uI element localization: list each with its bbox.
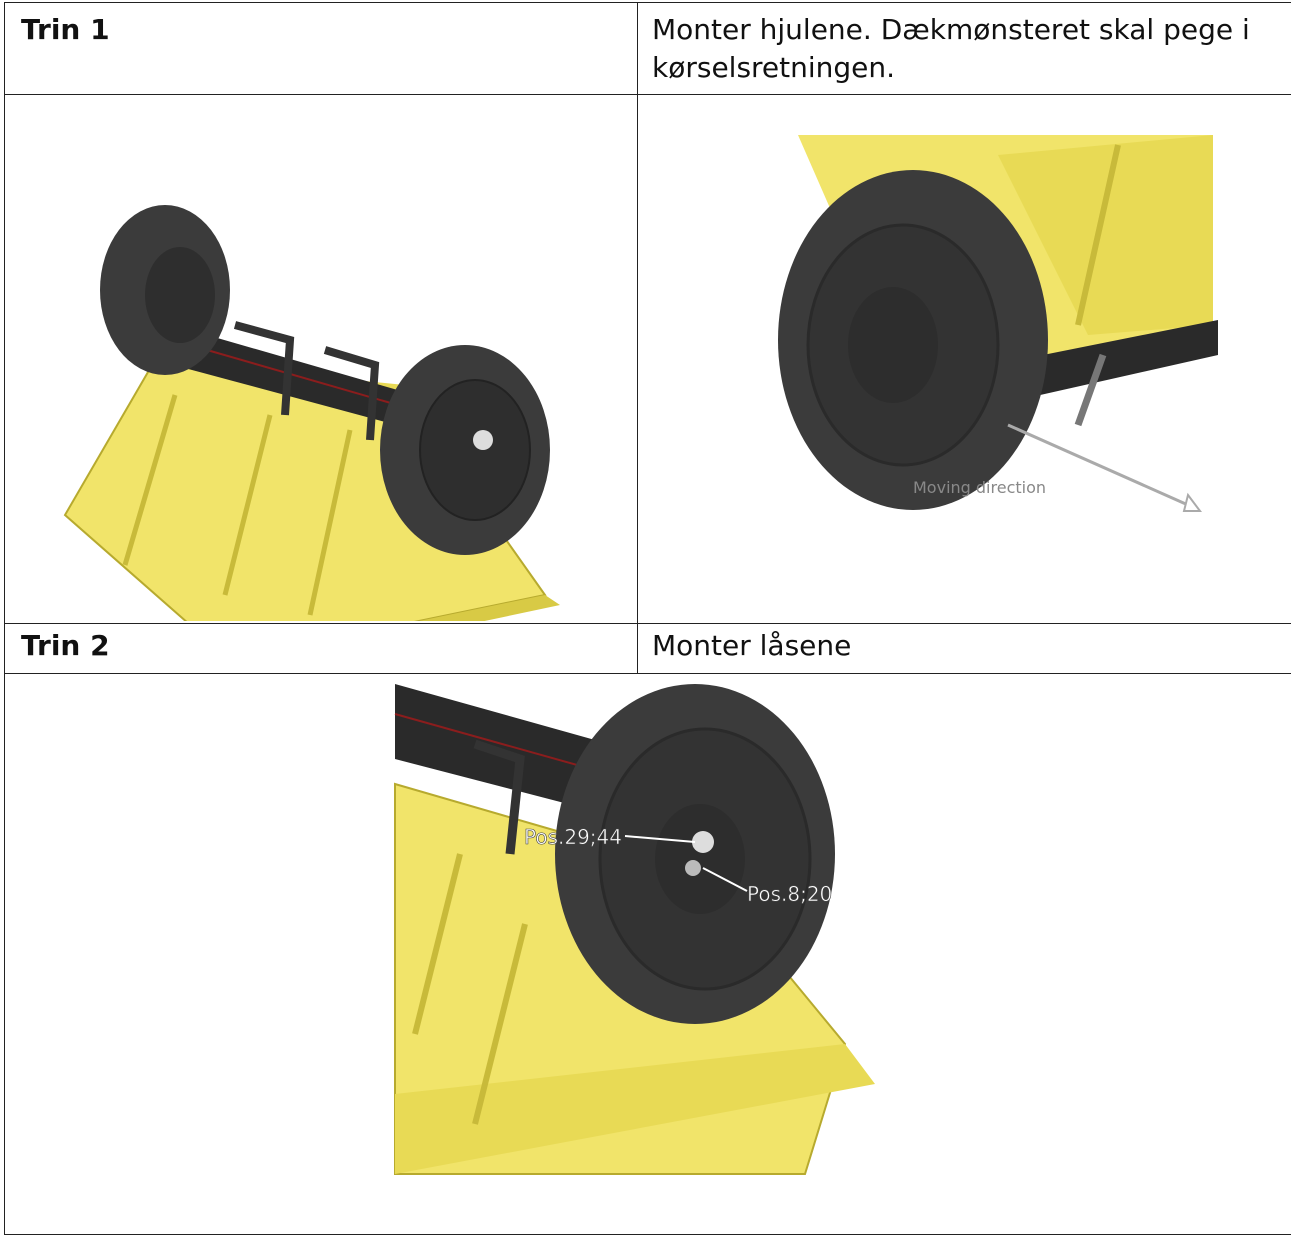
callout-pos-8-20: Pos.8;20	[747, 882, 832, 906]
callout-pos-29-44: Pos.29;44	[524, 825, 622, 849]
step-1-figure-left-cell	[5, 95, 638, 624]
moving-direction-caption: Moving direction	[913, 478, 1046, 497]
step-2-instruction: Monter låsene	[638, 624, 1291, 673]
step-1-label: Trin 1	[5, 3, 637, 89]
wheel-closeup-illustration: Moving direction	[638, 95, 1291, 621]
step-1-figure-row: Moving direction	[5, 95, 1291, 624]
spreader-with-wheels-illustration	[5, 95, 636, 621]
steps-table: Trin 1 Monter hjulene. Dækmønsteret skal…	[4, 2, 1291, 1235]
step-1-instruction: Monter hjulene. Dækmønsteret skal pege i…	[638, 3, 1291, 87]
step-2-figure-cell: Pos.29;44 Pos.8;20	[5, 674, 1291, 1235]
step-1-figure-right-cell: Moving direction	[638, 95, 1291, 624]
step-2-label: Trin 2	[5, 624, 637, 669]
step-1-header-row: Trin 1 Monter hjulene. Dækmønsteret skal…	[5, 3, 1291, 95]
step-2-figure-row: Pos.29;44 Pos.8;20	[5, 674, 1291, 1235]
locks-mounting-illustration: Pos.29;44 Pos.8;20	[5, 674, 1291, 1232]
step-2-header-row: Trin 2 Monter låsene	[5, 624, 1291, 674]
